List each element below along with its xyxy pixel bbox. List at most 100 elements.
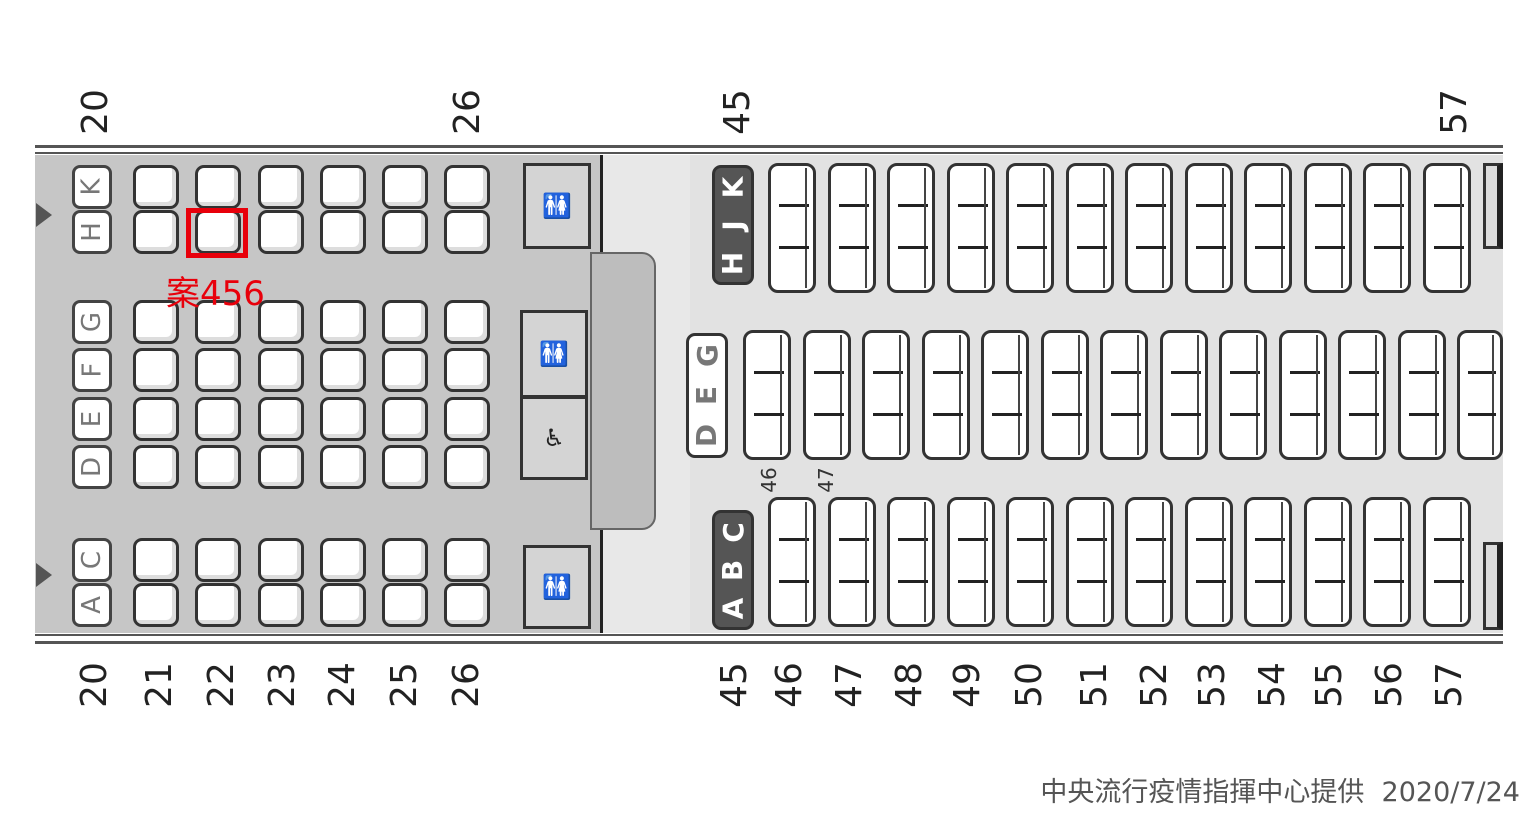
top-row-label: 20 — [75, 89, 116, 135]
seat-25G — [382, 300, 428, 344]
bottom-row-label: 22 — [201, 662, 242, 708]
seat-21F — [133, 348, 179, 392]
bottom-row-label: 47 — [829, 662, 870, 708]
seat-letter: K — [77, 178, 107, 196]
seat-letter: J — [716, 219, 750, 231]
seat-25A — [382, 583, 428, 627]
seat-24E — [320, 397, 366, 441]
seat-letter-block: C — [72, 538, 112, 582]
seat-letter: C — [716, 521, 750, 543]
seat — [981, 330, 1029, 460]
seat-23G — [258, 300, 304, 344]
row-letters-deg: D E G — [686, 333, 728, 458]
seat-letter: D — [77, 456, 107, 478]
forward-cabin — [35, 155, 600, 633]
seat — [827, 497, 876, 627]
top-row-label: 26 — [447, 89, 488, 135]
seat-23K — [258, 165, 304, 209]
bottom-row-label: 49 — [947, 662, 988, 708]
seat-26K — [444, 165, 490, 209]
seat — [802, 330, 851, 460]
seat-letter: G — [690, 344, 724, 368]
seat-24A — [320, 583, 366, 627]
seat-25F — [382, 348, 428, 392]
seat — [1457, 330, 1503, 460]
seat-26H — [444, 210, 490, 254]
bottom-row-label: 45 — [714, 662, 755, 708]
seat-22F — [195, 348, 241, 392]
seat-letter: F — [77, 362, 107, 378]
seat-letter: G — [77, 311, 107, 333]
seat-letter-block: G — [72, 300, 112, 344]
seat-26G — [444, 300, 490, 344]
seat-26F — [444, 348, 490, 392]
seat — [1125, 497, 1173, 627]
seat — [1422, 163, 1471, 293]
seat-letter: D — [690, 423, 724, 447]
bottom-row-label: 26 — [446, 662, 487, 708]
seat — [1244, 163, 1292, 293]
seat-24F — [320, 348, 366, 392]
exit-arrow-top — [36, 203, 52, 227]
bulkhead-bottom — [1483, 542, 1503, 630]
seat-22D — [195, 445, 241, 489]
seat — [1278, 330, 1327, 460]
seat-letter: E — [77, 410, 107, 428]
seat-21A — [133, 583, 179, 627]
case-seat-highlight — [186, 208, 248, 258]
inline-row-label: 47 — [814, 467, 838, 493]
seat-letter: B — [716, 559, 750, 581]
seat-25E — [382, 397, 428, 441]
seat — [1363, 497, 1411, 627]
source-caption: 中央流行疫情指揮中心提供 2020/7/24 — [1040, 770, 1520, 809]
seat-letter: A — [76, 596, 107, 614]
seat-letter: A — [716, 597, 750, 619]
seat — [1100, 330, 1148, 460]
seat — [768, 163, 816, 293]
row-letters-abc: A B C — [712, 510, 754, 630]
lavatory-bottom: 🚻 — [523, 545, 591, 629]
fuselage-top-inner-line — [35, 152, 1503, 154]
seat — [1184, 163, 1233, 293]
wheelchair-icon: ♿ — [543, 424, 565, 452]
seat — [887, 163, 935, 293]
seat-26E — [444, 397, 490, 441]
seat-letter-block: H — [72, 210, 112, 254]
lavatory-top: 🚻 — [523, 163, 591, 249]
lavatory-icon: 🚻 — [539, 340, 569, 368]
seat-23A — [258, 583, 304, 627]
seat — [1303, 163, 1352, 293]
case-label: 案456 — [166, 274, 265, 314]
seat-26C — [444, 538, 490, 582]
seat — [743, 330, 791, 460]
seat-24D — [320, 445, 366, 489]
bottom-row-label: 51 — [1074, 662, 1115, 708]
fuselage-bottom-line — [35, 634, 1503, 636]
seat — [1244, 497, 1292, 627]
lavatory-icon: 🚻 — [542, 573, 572, 601]
seat-22C — [195, 538, 241, 582]
bottom-row-label: 20 — [74, 662, 115, 708]
top-row-label: 45 — [717, 89, 758, 135]
seat-26A — [444, 583, 490, 627]
seat-letter-block: D — [72, 445, 112, 489]
seat-22A — [195, 583, 241, 627]
accessible-lavatory: ♿ — [520, 396, 588, 480]
bottom-row-label: 54 — [1252, 662, 1293, 708]
seat-22G — [195, 300, 241, 344]
seat — [1040, 330, 1089, 460]
seat-letter: H — [716, 251, 750, 275]
seat — [887, 497, 935, 627]
bottom-row-label: 48 — [889, 662, 930, 708]
seat — [1006, 163, 1054, 293]
bottom-row-label: 25 — [384, 662, 425, 708]
seat-24C — [320, 538, 366, 582]
seat-letter-block: E — [72, 397, 112, 441]
bottom-row-label: 23 — [262, 662, 303, 708]
seat — [1303, 497, 1352, 627]
seat-25C — [382, 538, 428, 582]
seat — [1065, 163, 1114, 293]
fuselage-bottom-outer-line — [35, 641, 1503, 644]
seat-letter: C — [77, 550, 107, 570]
galley — [590, 252, 656, 530]
